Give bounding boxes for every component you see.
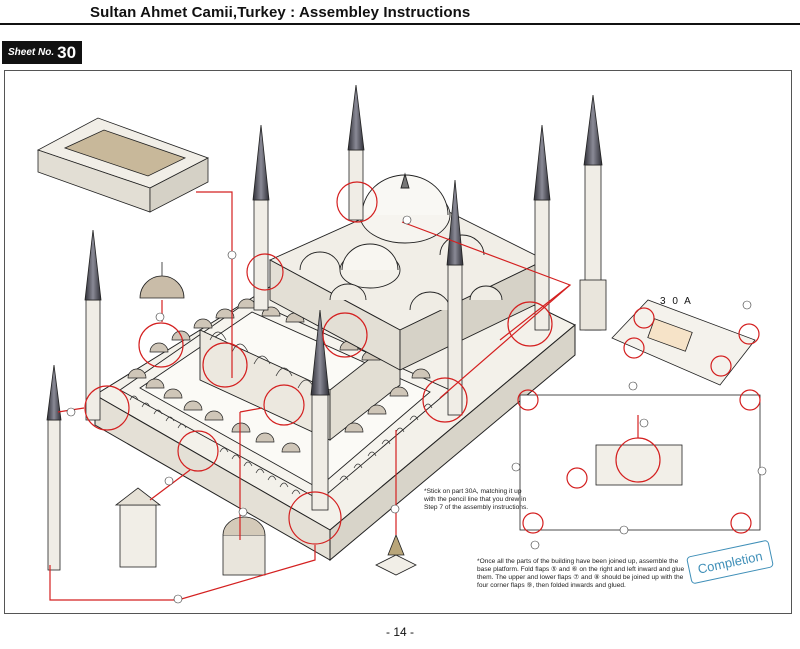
base-platform-note: *Once all the parts of the building have… <box>477 558 685 589</box>
minarets <box>46 84 607 571</box>
sheet-number: 30 <box>57 42 77 62</box>
step-markers <box>66 215 767 604</box>
sheet-label: Sheet No. <box>8 47 55 58</box>
part-thumbnails <box>36 117 761 576</box>
part-30a-label: 3 0 A <box>660 296 693 307</box>
diagram-frame <box>4 70 792 614</box>
stick-note: *Stick on part 30A, matching it up with … <box>424 488 529 511</box>
title-rule <box>0 23 800 25</box>
arcade-arches <box>129 331 433 495</box>
sheet-badge: Sheet No. 30 <box>2 41 83 64</box>
page-number: - 14 - <box>385 625 414 639</box>
page-title: Sultan Ahmet Camii,Turkey : Assembley In… <box>90 4 471 21</box>
